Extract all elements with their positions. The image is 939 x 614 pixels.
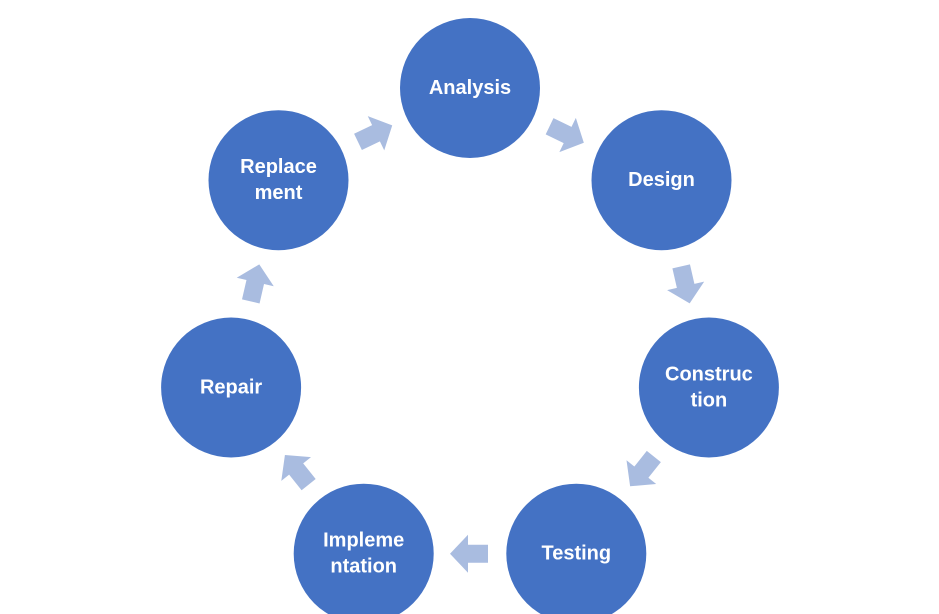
arrows-layer [236,116,705,573]
node-label-repair-0: Repair [200,377,262,399]
arrow-analysis-to-design [545,117,584,153]
arrow-repair-to-replacement [236,264,274,304]
arrow-design-to-construction [667,264,705,304]
node-implementation: Impleme ntation [293,483,434,614]
arrow-replacement-to-analysis [354,116,393,151]
node-label-replacement-0: Replace [240,156,317,178]
node-circle-replacement [208,110,349,251]
arrow-implementation-to-repair [281,454,316,491]
node-label-implementation-0: Impleme [323,530,404,552]
node-design: Design [591,110,732,251]
node-label-analysis-0: Analysis [429,77,511,99]
node-construction: Construc tion [638,317,779,458]
node-circle-design [591,110,732,251]
node-label-implementation-1: ntation [330,556,397,578]
arrow-construction-to-testing [626,450,661,487]
node-label-construction-1: tion [691,390,728,412]
node-label-design-0: Design [628,169,695,191]
arrow-testing-to-implementation [450,534,488,573]
node-circle-construction [638,317,779,458]
node-label-replacement-1: ment [255,182,303,204]
node-analysis: Analysis [400,18,540,158]
node-circle-repair [161,317,302,458]
node-circle-implementation [293,483,434,614]
node-circle-testing [506,483,647,614]
node-label-testing-0: Testing [541,543,611,565]
node-repair: Repair [161,317,302,458]
node-circle-analysis [400,18,540,158]
node-label-construction-0: Construc [665,364,753,386]
node-replacement: Replace ment [208,110,349,251]
node-testing: Testing [506,483,647,614]
